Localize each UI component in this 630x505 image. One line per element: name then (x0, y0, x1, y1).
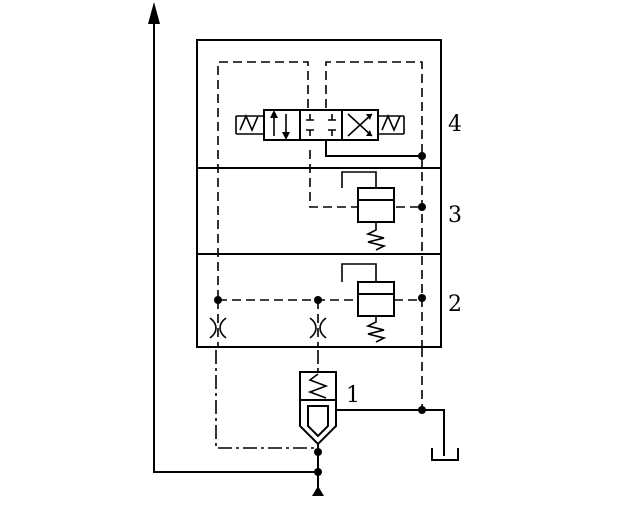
orifices (209, 300, 327, 348)
label-1: 1 (346, 383, 360, 408)
label-3: 3 (448, 203, 462, 228)
main-pressure-line (148, 2, 318, 473)
directional-valve-4 (235, 109, 426, 160)
pilot-frame-lines (215, 350, 319, 449)
label-4: 4 (448, 112, 462, 137)
relief-valve-2 (341, 263, 426, 343)
cartridge-valve-1 (299, 371, 426, 496)
label-2: 2 (448, 292, 462, 317)
valve-stack-frame (196, 39, 442, 348)
relief-valve-3 (341, 171, 426, 251)
tank-return (422, 409, 459, 461)
